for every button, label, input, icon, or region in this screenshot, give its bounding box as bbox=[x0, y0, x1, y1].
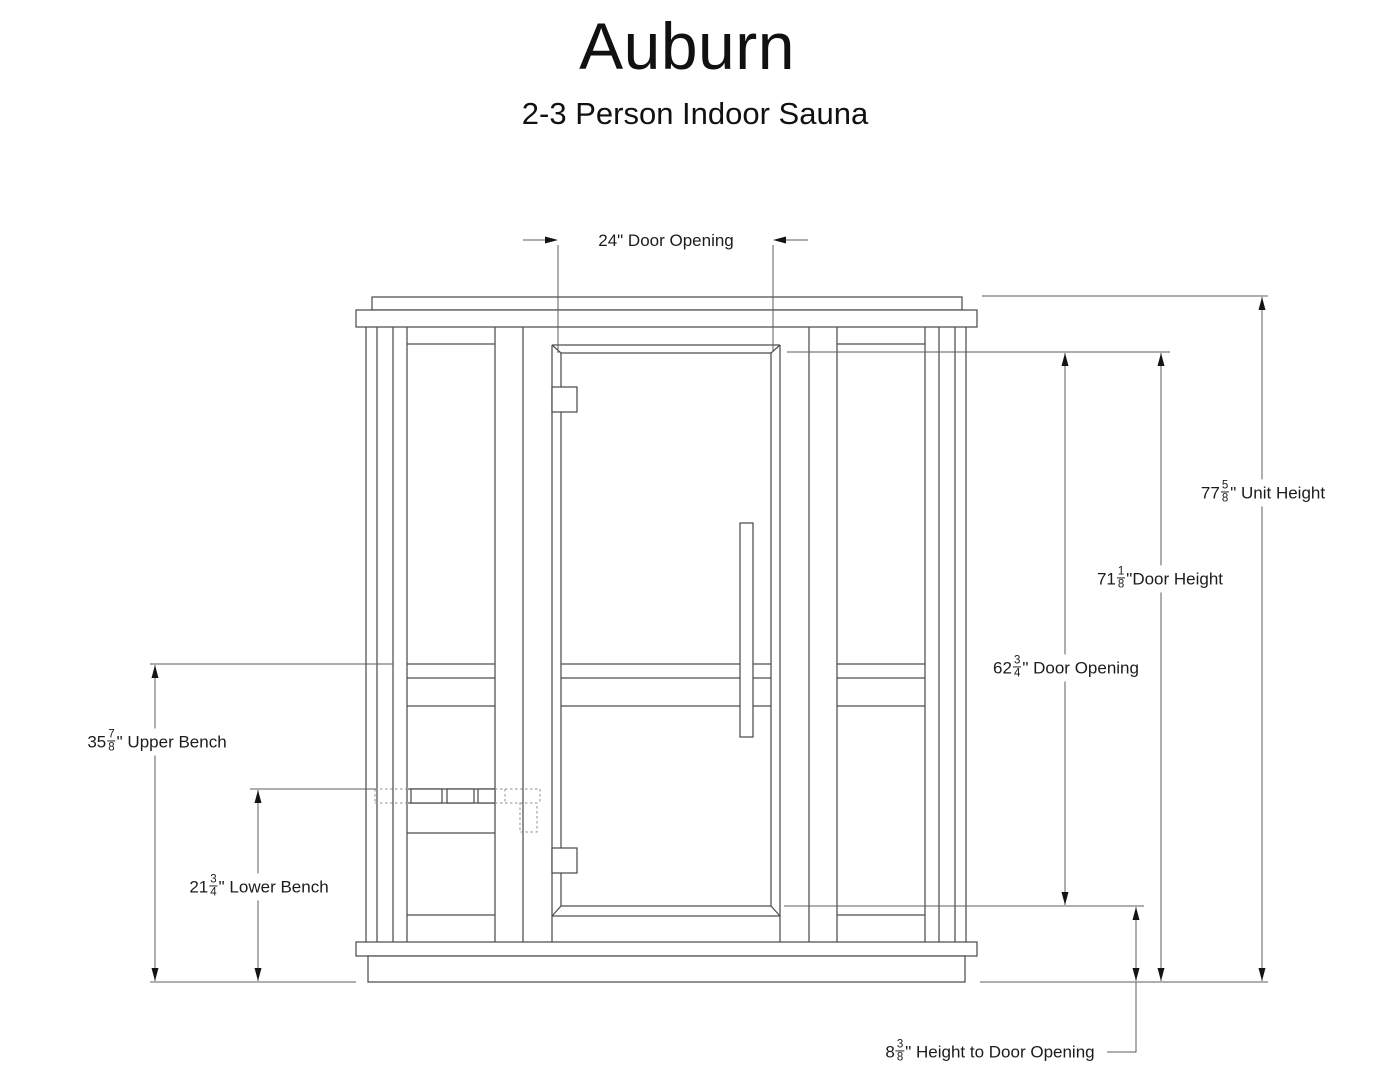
dim-label-door-opening-width: 24" Door Opening bbox=[594, 230, 738, 252]
dim-extension-lines-right bbox=[784, 295, 1268, 983]
dim-value: 35 bbox=[87, 732, 107, 752]
bench-slat bbox=[410, 788, 443, 804]
dim-text: " Upper Bench bbox=[116, 732, 227, 752]
dim-text: " Height to Door Opening bbox=[905, 1042, 1095, 1062]
dim-lines-upper-bench bbox=[151, 665, 159, 981]
dim-lines-door-opening-height bbox=[1061, 353, 1069, 905]
dim-lines-height-to-door bbox=[1107, 907, 1140, 1053]
dim-extension-lines-left bbox=[150, 663, 393, 983]
left-wall bbox=[365, 327, 524, 942]
drawing-title: Auburn bbox=[579, 9, 795, 83]
drawing-subtitle: 2-3 Person Indoor Sauna bbox=[521, 96, 869, 131]
dim-text: " Unit Height bbox=[1230, 483, 1326, 503]
dim-value: 21 bbox=[189, 877, 209, 897]
dim-value: 62 bbox=[993, 658, 1012, 678]
dim-text: " Door Opening bbox=[1022, 658, 1139, 678]
dim-text: " Lower Bench bbox=[218, 877, 329, 897]
lower-bench bbox=[374, 788, 541, 833]
door bbox=[551, 344, 781, 942]
dim-lines-door-opening-width bbox=[523, 236, 808, 353]
door-hinge-top bbox=[551, 386, 578, 413]
door-miter bbox=[770, 905, 781, 917]
door-miter bbox=[551, 344, 562, 354]
roof bbox=[355, 296, 978, 328]
dim-text: " Door Opening bbox=[617, 231, 734, 251]
bench-slat bbox=[446, 788, 475, 804]
door-hinge-bottom bbox=[551, 847, 578, 874]
dim-value: 24 bbox=[598, 231, 618, 251]
dim-lines-door-height bbox=[1157, 353, 1165, 981]
door-handle bbox=[739, 522, 754, 738]
dim-text: "Door Height bbox=[1126, 569, 1224, 589]
dim-lines-unit-height bbox=[1258, 297, 1266, 981]
door-miter bbox=[551, 905, 562, 917]
leader-line bbox=[1107, 982, 1137, 1053]
dim-value: 77 bbox=[1200, 483, 1220, 503]
dim-value: 71 bbox=[1096, 569, 1116, 589]
bench-slat bbox=[477, 788, 496, 804]
door-miter bbox=[770, 344, 781, 354]
base bbox=[355, 941, 978, 983]
right-wall bbox=[808, 327, 967, 942]
dim-value: 8 bbox=[885, 1042, 895, 1062]
